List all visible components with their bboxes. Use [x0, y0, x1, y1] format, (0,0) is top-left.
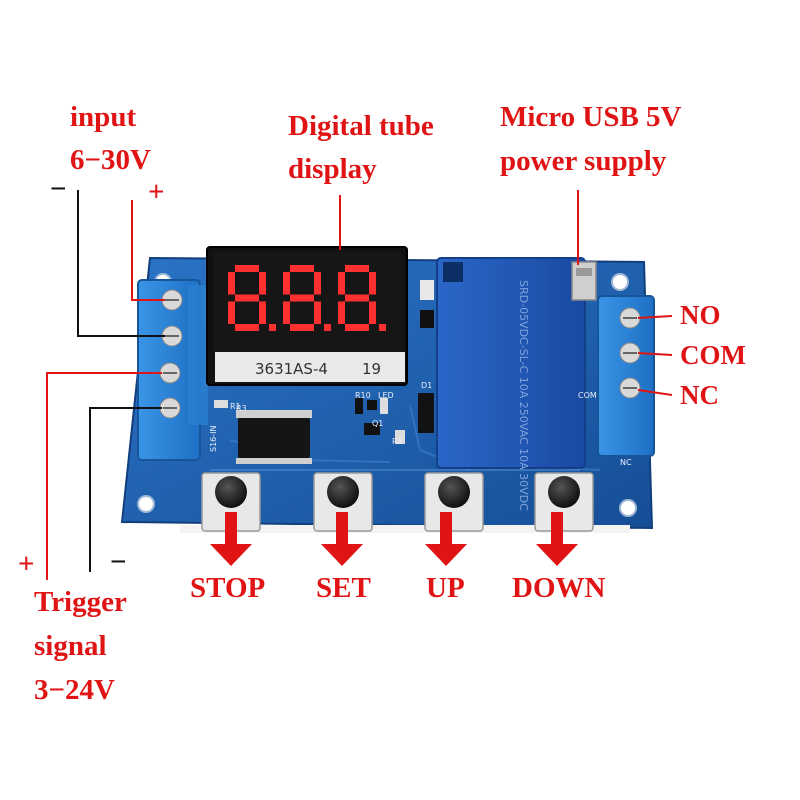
relay-terminal-block [597, 295, 655, 457]
trigger-label: Trigger [34, 586, 127, 618]
segment [290, 294, 314, 302]
segment [314, 301, 321, 324]
silk-r3: R3 [236, 404, 247, 413]
digit-3 [338, 265, 386, 331]
silk-r10: R10 [355, 391, 371, 400]
optocoupler-chip [236, 410, 312, 464]
segment [228, 272, 235, 295]
arrow-up-icon [425, 512, 467, 566]
segment [290, 324, 314, 331]
decimal-point [379, 324, 386, 331]
set-switch [313, 472, 373, 532]
segment [338, 272, 345, 295]
relay-nc-label: NC [680, 380, 719, 410]
down-button-label: DOWN [512, 572, 606, 604]
input-plus-leader [131, 200, 165, 301]
trigger-plus-sign: + [18, 548, 35, 580]
micro-usb-connector [571, 261, 597, 301]
smd-components [214, 280, 434, 444]
segment [314, 272, 321, 295]
screw-trig-plus [159, 362, 181, 384]
silk-led: LED [378, 391, 394, 400]
display-label-line2: display [288, 153, 377, 185]
usb-label-line2: power supply [500, 145, 667, 177]
screw-com [619, 342, 641, 364]
decimal-point [324, 324, 331, 331]
input-voltage-label: 6−30V [70, 144, 151, 176]
up-switch [424, 472, 484, 532]
up-button-label: UP [426, 572, 465, 604]
usb-label: Micro USB 5V [500, 101, 682, 133]
digit-2 [283, 265, 331, 331]
silk-com: COM [578, 391, 597, 400]
input-terminal-block [137, 279, 208, 461]
display-marking-text: 19 [362, 360, 381, 378]
nc-leader [637, 389, 673, 396]
segment [369, 272, 376, 295]
segment [235, 324, 259, 331]
segment [235, 265, 259, 272]
trigger-minus-sign: − [110, 546, 127, 578]
screw-no [619, 307, 641, 329]
segment [228, 301, 235, 324]
down-switch [534, 472, 594, 532]
trigger-minus-leader [89, 407, 162, 572]
segment [345, 324, 369, 331]
button-arrows [210, 512, 578, 566]
set-button-label: SET [316, 572, 371, 604]
silk-r1: R1 [230, 402, 241, 411]
silk-ic: S16-IN [209, 425, 218, 452]
segment [345, 265, 369, 272]
arrow-stop-icon [210, 512, 252, 566]
silk-r2: R2 [392, 437, 403, 446]
segment [369, 301, 376, 324]
screw-trig-minus [159, 397, 181, 419]
silk-nc: NC [620, 458, 632, 467]
relay-com-label: COM [680, 340, 746, 370]
segment [235, 294, 259, 302]
com-leader [637, 352, 673, 356]
segment [290, 265, 314, 272]
screw-vin-plus [161, 289, 183, 311]
leader-lines [46, 190, 673, 580]
segment [259, 301, 266, 324]
input-plus-sign: + [148, 176, 165, 208]
relay-no-label: NO [680, 300, 721, 330]
segment [338, 301, 345, 324]
silkscreen-text: R1 R3 D1 R10 LED Q1 R2 COM NC S16-IN [209, 381, 632, 467]
relay: SRD-05VDC-SL-C 10A 250VAC 10A 30VDC [436, 257, 586, 511]
relay-marking-text: SRD-05VDC-SL-C 10A 250VAC 10A 30VDC [517, 280, 530, 511]
segment [345, 294, 369, 302]
no-leader [637, 315, 673, 319]
trigger-voltage-label: 3−24V [34, 674, 115, 706]
stop-switch [201, 472, 261, 532]
input-minus-leader [77, 190, 165, 337]
segment [259, 272, 266, 295]
stop-button-label: STOP [190, 572, 266, 604]
arrow-set-icon [321, 512, 363, 566]
silk-q1: Q1 [372, 419, 383, 428]
trigger-plus-leader [46, 372, 162, 580]
screw-nc [619, 377, 641, 399]
trigger-label-line2: signal [34, 630, 107, 662]
input-minus-sign: − [50, 173, 67, 205]
silk-d1: D1 [421, 381, 432, 390]
decimal-point [269, 324, 276, 331]
arrow-down-icon [536, 512, 578, 566]
digit-1 [228, 265, 276, 331]
display-label: Digital tube [288, 110, 434, 142]
segment [283, 301, 290, 324]
display-model-text: 3631AS-4 [255, 360, 328, 378]
push-buttons [201, 472, 594, 532]
display-digits [228, 265, 386, 331]
input-label: input [70, 101, 137, 133]
digital-tube-display: 3631AS-4 19 [206, 246, 408, 386]
segment [283, 272, 290, 295]
